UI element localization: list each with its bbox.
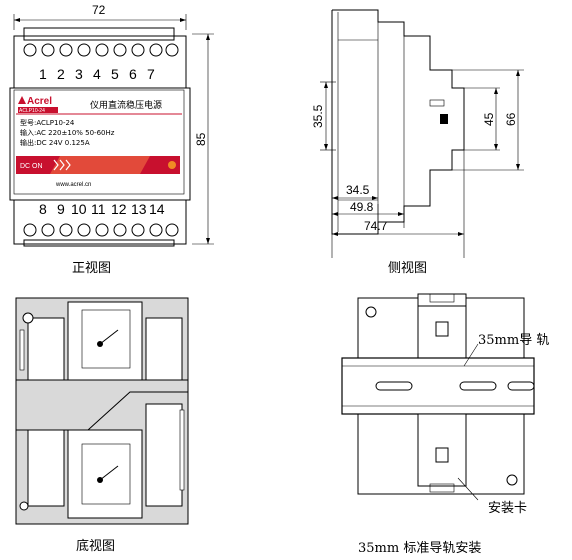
rail-view-caption: 35mm 标准导轨安装 <box>358 541 481 556</box>
bottom-terminal-screws <box>23 223 179 237</box>
website: www.acrel.cn <box>55 182 91 188</box>
terminal-number: 11 <box>91 201 106 217</box>
side-dim-35-5: 35.5 <box>311 104 325 128</box>
terminal-number: 13 <box>131 201 147 217</box>
terminal-number: 3 <box>75 66 83 82</box>
rail-label: 35mm导 轨 <box>478 333 549 348</box>
terminal-number: 7 <box>147 66 155 82</box>
terminal-number: 1 <box>39 66 47 82</box>
front-view: 72 85 1 2 3 4 5 6 7 Acrel <box>9 3 214 276</box>
input-line: 输入:AC 220±10% 50-60Hz <box>20 128 115 137</box>
side-dim-74-7: 74.7 <box>364 219 388 233</box>
bottom-view-caption: 底视图 <box>76 538 115 554</box>
product-name: 仪用直流稳压电源 <box>90 99 162 111</box>
side-dim-34-5: 34.5 <box>346 183 370 197</box>
terminal-number: 4 <box>93 66 101 82</box>
clip-label: 安装卡 <box>488 501 527 516</box>
terminal-number: 5 <box>111 66 119 82</box>
brand-model-tag: ACLP10-24 <box>19 108 45 114</box>
front-view-caption: 正视图 <box>72 261 111 276</box>
status-label: DC ON <box>20 163 43 170</box>
side-dim-66: 66 <box>504 112 518 126</box>
side-view: 35.5 45 66 34.5 49.8 74.7 侧视图 <box>311 9 524 276</box>
terminal-number: 14 <box>149 201 165 217</box>
model-line: 型号:ACLP10-24 <box>20 118 75 127</box>
terminal-number: 8 <box>39 201 47 217</box>
brand-logo-icon <box>18 96 26 104</box>
top-terminal-screws <box>23 43 179 57</box>
terminal-number: 2 <box>57 66 65 82</box>
width-dimension: 72 <box>92 3 106 17</box>
rail-mount-view: 35mm导 轨 安装卡 35mm 标准导轨安装 <box>341 293 549 556</box>
bottom-view: 底视图 <box>15 297 189 554</box>
terminal-number: 12 <box>111 201 127 217</box>
terminal-number: 9 <box>57 201 65 217</box>
power-indicator-led <box>168 161 176 169</box>
terminal-number: 10 <box>71 201 87 217</box>
din-rail <box>341 357 535 415</box>
height-dimension: 85 <box>194 132 208 146</box>
side-dim-45: 45 <box>482 112 496 126</box>
side-dim-49-8: 49.8 <box>350 200 374 214</box>
terminal-number: 6 <box>129 66 137 82</box>
brand-name: Acrel <box>27 96 52 107</box>
output-line: 输出:DC 24V 0.125A <box>20 138 90 147</box>
side-view-caption: 侧视图 <box>388 261 427 276</box>
